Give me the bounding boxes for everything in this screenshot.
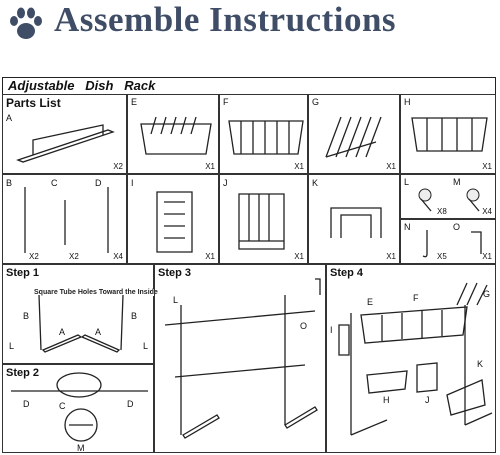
- part-letter: A: [6, 113, 13, 123]
- part-h-small-basket-icon: [411, 117, 488, 152]
- part-letter: J: [223, 178, 228, 188]
- callout: B: [131, 311, 138, 321]
- part-cell-bcd: B C D X2 X2 X4: [2, 174, 127, 264]
- part-qty: X5: [437, 252, 447, 261]
- part-qty: X4: [113, 252, 123, 261]
- part-lm-screws-icon: [418, 188, 480, 212]
- part-cell-j: J X1: [219, 174, 308, 264]
- callout: D: [127, 399, 134, 409]
- callout: A: [59, 327, 66, 337]
- step-1-label: Step 1: [6, 267, 40, 279]
- part-qty: X2: [29, 252, 39, 261]
- callout: A: [95, 327, 102, 337]
- part-letter: F: [223, 97, 229, 107]
- step-3-panel: Step 3 L O: [154, 264, 326, 453]
- part-cell-f: F X1: [219, 94, 308, 174]
- part-qty: X1: [205, 162, 215, 171]
- part-k-hook-icon: [330, 207, 382, 238]
- step-4-panel: Step 4 E F G I H J K: [326, 264, 496, 453]
- part-qty: X4: [482, 207, 492, 216]
- part-i-utensil-holder-icon: [156, 191, 193, 253]
- callout: D: [23, 399, 30, 409]
- part-qty: X1: [205, 252, 215, 261]
- part-letter: I: [131, 178, 134, 188]
- part-letter: K: [312, 178, 319, 188]
- part-letter: E: [131, 97, 138, 107]
- part-letter: B: [6, 178, 13, 188]
- step-4-label: Step 4: [330, 267, 364, 279]
- part-a-bracket-icon: [16, 124, 115, 163]
- part-letter: L: [404, 177, 410, 187]
- callout: M: [77, 443, 85, 453]
- header: Assemble Instructions: [0, 0, 500, 62]
- part-f-basket-icon: [228, 120, 304, 155]
- part-qty: X1: [294, 252, 304, 261]
- part-cell-g: G X1: [308, 94, 400, 174]
- part-letter: N: [404, 222, 411, 232]
- part-qty: X2: [69, 252, 79, 261]
- callout: F: [413, 293, 419, 303]
- part-qty: X1: [386, 252, 396, 261]
- part-cell-lm: L M X8 X4: [400, 174, 496, 219]
- callout: L: [9, 341, 15, 351]
- part-qty: X2: [113, 162, 123, 171]
- part-cell-e: E X1: [127, 94, 219, 174]
- callout: E: [367, 297, 374, 307]
- part-letter: G: [312, 97, 320, 107]
- callout: L: [143, 341, 149, 351]
- paw-icon: [10, 7, 42, 39]
- step-3-label: Step 3: [158, 267, 192, 279]
- part-qty: X8: [437, 207, 447, 216]
- part-e-plate-basket-icon: [140, 116, 212, 155]
- page-title: Assemble Instructions: [54, 0, 397, 39]
- part-cell-no: N O X5 X1: [400, 219, 496, 264]
- part-cell-i: I X1: [127, 174, 219, 264]
- part-letter: C: [51, 178, 58, 188]
- parts-heading: Parts List: [6, 96, 61, 110]
- part-cell-a: Parts List A X2: [2, 94, 127, 174]
- part-j-cup-holder-icon: [238, 193, 285, 250]
- part-letter: H: [404, 97, 411, 107]
- callout: B: [23, 311, 30, 321]
- callout: L: [173, 295, 179, 305]
- callout: G: [483, 289, 491, 299]
- part-letter: O: [453, 222, 461, 232]
- part-cell-h: H X1: [400, 94, 496, 174]
- part-g-cutting-board-holder-icon: [325, 116, 382, 158]
- step-2-panel: Step 2 D C D M: [2, 364, 154, 453]
- part-bcd-tubes-icon: [24, 187, 109, 253]
- part-cell-k: K X1: [308, 174, 400, 264]
- sheet-subtitle: Adjustable Dish Rack: [8, 78, 156, 93]
- step-2-label: Step 2: [6, 367, 40, 379]
- part-qty: X1: [386, 162, 396, 171]
- part-no-tools-icon: [422, 230, 482, 258]
- callout: K: [477, 359, 484, 369]
- part-letter: D: [95, 178, 102, 188]
- callout: H: [383, 395, 390, 405]
- part-qty: X1: [294, 162, 304, 171]
- step-4-diagram: [338, 282, 493, 436]
- part-letter: M: [453, 177, 461, 187]
- step-2-diagram: [11, 372, 148, 442]
- step-1-diagram: [38, 294, 124, 353]
- callout: J: [425, 395, 430, 405]
- step-1-panel: Step 1 Square Tube Holes Toward the Insi…: [2, 264, 159, 364]
- callout: O: [300, 321, 308, 331]
- callout: C: [59, 401, 66, 411]
- part-qty: X1: [482, 162, 492, 171]
- callout: I: [330, 325, 333, 335]
- step-1-note: Square Tube Holes Toward the Inside: [33, 289, 159, 296]
- part-qty: X1: [482, 252, 492, 261]
- step-3-diagram: [164, 278, 321, 439]
